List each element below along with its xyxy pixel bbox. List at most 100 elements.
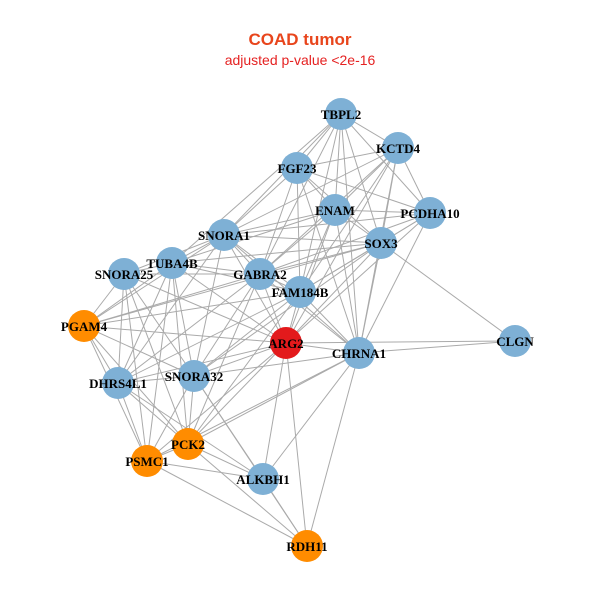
edge-snora1-dhrs4l1 (117, 234, 225, 384)
edge-gabra2-pgam4 (83, 273, 261, 327)
edge-tuba4b-snora32 (171, 262, 195, 377)
figure-subtitle: adjusted p-value <2e-16 (224, 52, 376, 68)
node-clgn: CLGN (496, 325, 534, 357)
node-tbpl2: TBPL2 (321, 98, 361, 130)
edge-sox3-snora1 (223, 234, 382, 244)
node-label: ENAM (315, 203, 355, 218)
node-circle (68, 310, 100, 342)
edge-pcdha10-arg2 (285, 212, 431, 344)
edge-arg2-snora32 (193, 342, 287, 377)
node-label: ALKBH1 (236, 472, 289, 487)
node-circle (156, 247, 188, 279)
edge-pcdha10-gabra2 (259, 212, 431, 275)
node-label: SNORA32 (165, 369, 224, 384)
edge-fgf23-pcdha10 (296, 167, 431, 214)
edge-enam-gabra2 (259, 209, 336, 275)
node-sox3: SOX3 (364, 227, 398, 259)
node-psmc1: PSMC1 (125, 445, 169, 477)
edge-arg2-clgn (285, 340, 516, 344)
edge-sox3-pgam4 (83, 242, 382, 327)
edge-fam184b-pck2 (187, 291, 301, 445)
node-circle (270, 327, 302, 359)
node-gabra2: GABRA2 (233, 258, 287, 290)
edge-enam-snora1 (223, 209, 336, 236)
node-circle (178, 360, 210, 392)
edge-snora25-snora32 (123, 273, 195, 377)
node-circle (172, 428, 204, 460)
edge-pcdha10-snora1 (223, 212, 431, 236)
node-fam184b: FAM184B (272, 276, 329, 308)
node-circle (382, 132, 414, 164)
edge-kctd4-arg2 (285, 147, 399, 344)
edge-pck2-rdh11 (187, 443, 308, 547)
edge-gabra2-snora32 (193, 273, 261, 377)
edge-fgf23-snora1 (223, 167, 298, 236)
node-label: CHRNA1 (332, 346, 386, 361)
node-circle (208, 219, 240, 251)
node-pck2: PCK2 (171, 428, 205, 460)
edge-tbpl2-gabra2 (259, 113, 342, 275)
node-label: SNORA1 (198, 228, 250, 243)
node-circle (319, 194, 351, 226)
node-label: PGAM4 (61, 319, 108, 334)
node-label: TUBA4B (146, 256, 198, 271)
edge-enam-arg2 (285, 209, 336, 344)
edge-arg2-pck2 (187, 342, 287, 445)
edge-kctd4-snora1 (223, 147, 399, 236)
node-label: KCTD4 (376, 141, 421, 156)
edge-fam184b-pgam4 (83, 291, 301, 327)
edge-fam184b-dhrs4l1 (117, 291, 301, 384)
node-circle (102, 367, 134, 399)
edge-fgf23-fam184b (296, 167, 301, 293)
edge-arg2-rdh11 (285, 342, 308, 547)
edge-tuba4b-fam184b (171, 262, 301, 293)
node-circle (108, 258, 140, 290)
node-label: GABRA2 (233, 267, 286, 282)
edge-snora25-arg2 (123, 273, 287, 344)
node-label: TBPL2 (321, 107, 361, 122)
node-circle (291, 530, 323, 562)
edge-snora32-psmc1 (146, 375, 195, 462)
edge-pgam4-arg2 (83, 325, 287, 344)
node-label: SNORA25 (95, 267, 154, 282)
edge-arg2-psmc1 (146, 342, 287, 462)
edge-tuba4b-dhrs4l1 (117, 262, 173, 384)
node-circle (365, 227, 397, 259)
node-rdh11: RDH11 (286, 530, 328, 562)
edge-chrna1-alkbh1 (262, 352, 360, 480)
node-chrna1: CHRNA1 (332, 337, 386, 369)
edge-sox3-chrna1 (358, 242, 382, 354)
node-alkbh1: ALKBH1 (236, 463, 290, 495)
edge-pgam4-snora32 (83, 325, 195, 377)
node-label: FGF23 (278, 161, 317, 176)
node-snora1: SNORA1 (198, 219, 250, 251)
edge-snora1-pgam4 (83, 234, 225, 327)
edge-sox3-clgn (380, 242, 516, 342)
edge-snora25-dhrs4l1 (117, 273, 125, 384)
edge-chrna1-clgn (358, 340, 516, 354)
node-tuba4b: TUBA4B (146, 247, 198, 279)
node-circle (131, 445, 163, 477)
edge-psmc1-rdh11 (146, 460, 308, 547)
node-circle (343, 337, 375, 369)
node-label: ARG2 (268, 336, 303, 351)
node-label: CLGN (496, 334, 534, 349)
edge-fam184b-snora32 (193, 291, 301, 377)
edge-kctd4-fgf23 (296, 147, 399, 169)
node-dhrs4l1: DHRS4L1 (89, 367, 147, 399)
edge-tbpl2-sox3 (340, 113, 382, 244)
node-label: PCK2 (171, 437, 205, 452)
node-circle (244, 258, 276, 290)
edge-chrna1-pck2 (187, 352, 360, 445)
edge-gabra2-dhrs4l1 (117, 273, 261, 384)
node-circle (284, 276, 316, 308)
edge-arg2-alkbh1 (262, 342, 287, 480)
edge-psmc1-alkbh1 (146, 460, 264, 480)
figure-title: COAD tumor (248, 30, 352, 49)
node-label: RDH11 (286, 539, 327, 554)
edge-tbpl2-enam (334, 113, 342, 211)
edge-fgf23-gabra2 (259, 167, 298, 275)
